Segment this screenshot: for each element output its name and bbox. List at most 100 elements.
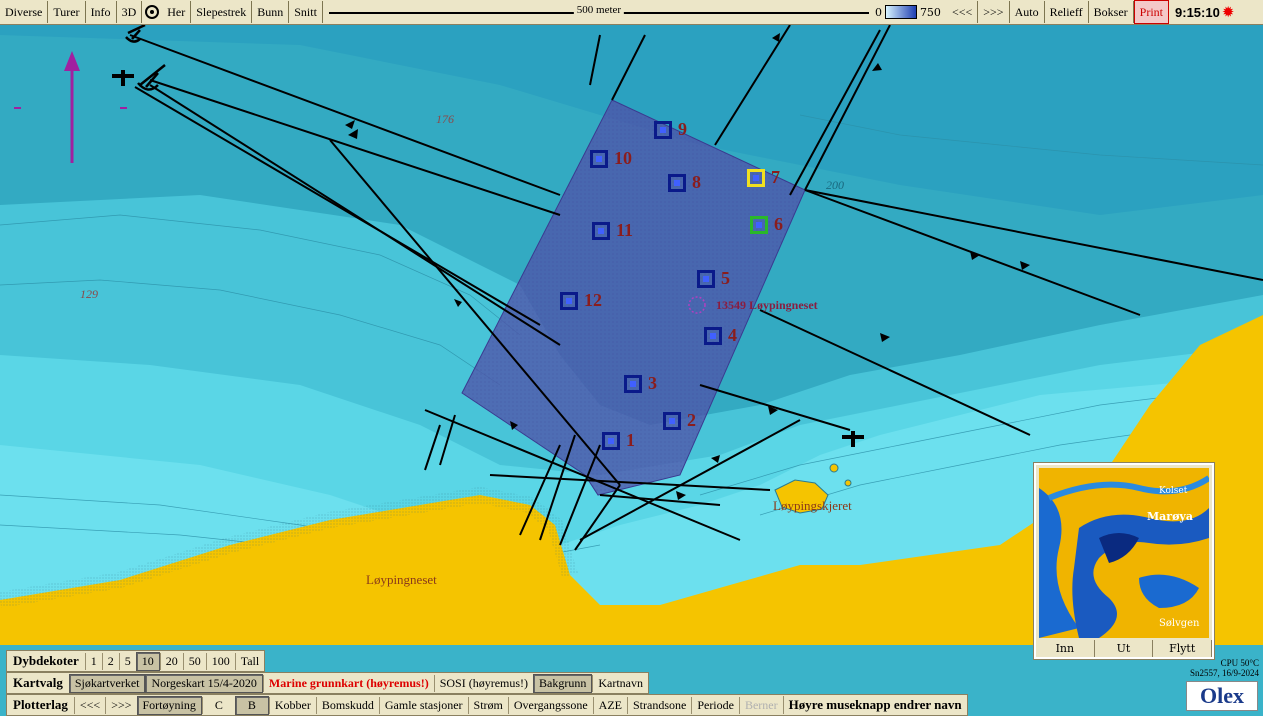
contour-1-button[interactable]: 1 [84, 652, 102, 670]
turer-button[interactable]: Turer [48, 1, 86, 23]
berner-button[interactable]: Berner [738, 696, 783, 714]
move-button[interactable]: Flytt [1153, 640, 1213, 657]
plotterlag-row: Plotterlag <<< >>> Fortøyning C B Kobber… [6, 694, 968, 716]
norgeskart-button[interactable]: Norgeskart 15/4-2020 [145, 673, 263, 693]
marker-11[interactable] [592, 222, 610, 240]
kartnavn-button[interactable]: Kartnavn [592, 674, 648, 692]
plotterlag-next-button[interactable]: >>> [105, 696, 136, 714]
periode-button[interactable]: Periode [691, 696, 739, 714]
overview-map[interactable]: Kolset Marøya Sølvgen [1039, 468, 1209, 638]
chart-map[interactable] [0, 25, 1263, 645]
depth-min: 0 [874, 5, 882, 19]
rock-2 [844, 479, 852, 487]
zoom-out-button[interactable]: Ut [1095, 640, 1154, 657]
contour-10-button[interactable]: 10 [135, 651, 160, 671]
sun-icon: ✹ [1221, 3, 1235, 21]
marker-2-label: 2 [687, 410, 696, 430]
marker-1-label: 1 [626, 430, 635, 450]
strom-button[interactable]: Strøm [467, 696, 508, 714]
layer-b-button[interactable]: B [234, 695, 269, 715]
boat-icon[interactable] [112, 70, 864, 447]
prev-button[interactable]: <<< [946, 1, 979, 23]
sjokartverket-button[interactable]: Sjøkartverket [68, 673, 146, 693]
depth-max: 750 [919, 5, 941, 19]
scale-bar: 500 meter [328, 4, 869, 20]
marker-7-label: 7 [771, 167, 780, 187]
status-info: CPU 50°C Sn2557, 16/9-2024 [1190, 658, 1259, 678]
marker-2[interactable] [663, 412, 681, 430]
marine-grunnkart-button[interactable]: Marine grunnkart (høyremus!) [262, 674, 434, 692]
aze-button[interactable]: AZE [592, 696, 627, 714]
depth-label-129: 129 [80, 287, 98, 301]
plotterlag-title: Plotterlag [13, 697, 68, 712]
contour-20-button[interactable]: 20 [159, 652, 183, 670]
marker-3[interactable] [624, 375, 642, 393]
contour-tall-button[interactable]: Tall [234, 652, 265, 670]
snitt-button[interactable]: Snitt [289, 1, 323, 23]
dybdekoter-title: Dybdekoter [13, 653, 79, 668]
layer-c-button[interactable]: C [201, 696, 235, 714]
rock-1 [829, 463, 839, 473]
marker-8[interactable] [668, 174, 686, 192]
contour-5-button[interactable]: 5 [118, 652, 136, 670]
marker-6[interactable] [750, 216, 768, 234]
serial-date: Sn2557, 16/9-2024 [1189, 668, 1259, 678]
target-icon[interactable] [145, 5, 160, 19]
gamle-stasjoner-button[interactable]: Gamle stasjoner [378, 696, 468, 714]
rename-hint: Høyre museknapp endrer navn [782, 696, 967, 714]
depth-label-200: 200 [826, 178, 844, 192]
anchor-icon[interactable] [125, 25, 166, 91]
bakgrunn-button[interactable]: Bakgrunn [533, 673, 593, 693]
land-mainland [0, 315, 1263, 645]
scale-label: 500 meter [573, 4, 625, 16]
diverse-button[interactable]: Diverse [0, 1, 49, 23]
contour-100-button[interactable]: 100 [205, 652, 235, 670]
bokser-button[interactable]: Bokser [1088, 1, 1134, 23]
marker-7[interactable] [747, 169, 765, 187]
marker-9-label: 9 [678, 119, 687, 139]
contour-2-button[interactable]: 2 [101, 652, 119, 670]
land-island [774, 479, 829, 514]
mark-circle-icon[interactable] [688, 296, 706, 314]
3d-button[interactable]: 3D [116, 1, 143, 23]
marker-5[interactable] [697, 270, 715, 288]
marker-4-label: 4 [728, 325, 737, 345]
relieff-button[interactable]: Relieff [1044, 1, 1089, 23]
inset-label-maroya: Marøya [1147, 510, 1193, 523]
next-button[interactable]: >>> [978, 1, 1010, 23]
strandsone-button[interactable]: Strandsone [626, 696, 691, 714]
auto-button[interactable]: Auto [1009, 1, 1045, 23]
top-toolbar: Diverse Turer Info 3D Her Slepestrek Bun… [0, 0, 1263, 25]
marker-9[interactable] [654, 121, 672, 139]
bomskudd-button[interactable]: Bomskudd [315, 696, 379, 714]
marker-10-label: 10 [614, 148, 632, 168]
fortoyning-button[interactable]: Fortøyning [136, 695, 202, 715]
contour-50-button[interactable]: 50 [182, 652, 206, 670]
marker-10[interactable] [590, 150, 608, 168]
north-arrow-icon [14, 51, 127, 163]
overview-map-svg [1039, 468, 1209, 638]
marker-4[interactable] [704, 327, 722, 345]
marker-1[interactable] [602, 432, 620, 450]
track-arrows [345, 33, 1030, 500]
bunn-button[interactable]: Bunn [252, 1, 290, 23]
kartvalg-title: Kartvalg [13, 675, 63, 690]
her-button[interactable]: Her [162, 1, 192, 23]
overview-map-buttons: Inn Ut Flytt [1036, 640, 1213, 657]
overgangssone-button[interactable]: Overgangssone [507, 696, 593, 714]
marker-3-label: 3 [648, 373, 657, 393]
plotterlag-prev-button[interactable]: <<< [73, 696, 105, 714]
clock: 9:15:10 [1175, 4, 1220, 20]
marker-6-label: 6 [774, 214, 783, 234]
sosi-button[interactable]: SOSI (høyremus!) [433, 674, 533, 692]
marker-12[interactable] [560, 292, 578, 310]
tracks [129, 25, 1263, 551]
kobber-button[interactable]: Kobber [268, 696, 316, 714]
print-button[interactable]: Print [1133, 0, 1170, 24]
marker-11-label: 11 [616, 220, 634, 240]
marker-12-label: 12 [584, 290, 602, 310]
zoom-in-button[interactable]: Inn [1036, 640, 1095, 657]
info-button[interactable]: Info [85, 1, 117, 23]
marker-8-label: 8 [692, 172, 701, 192]
slepestrek-button[interactable]: Slepestrek [191, 1, 253, 23]
